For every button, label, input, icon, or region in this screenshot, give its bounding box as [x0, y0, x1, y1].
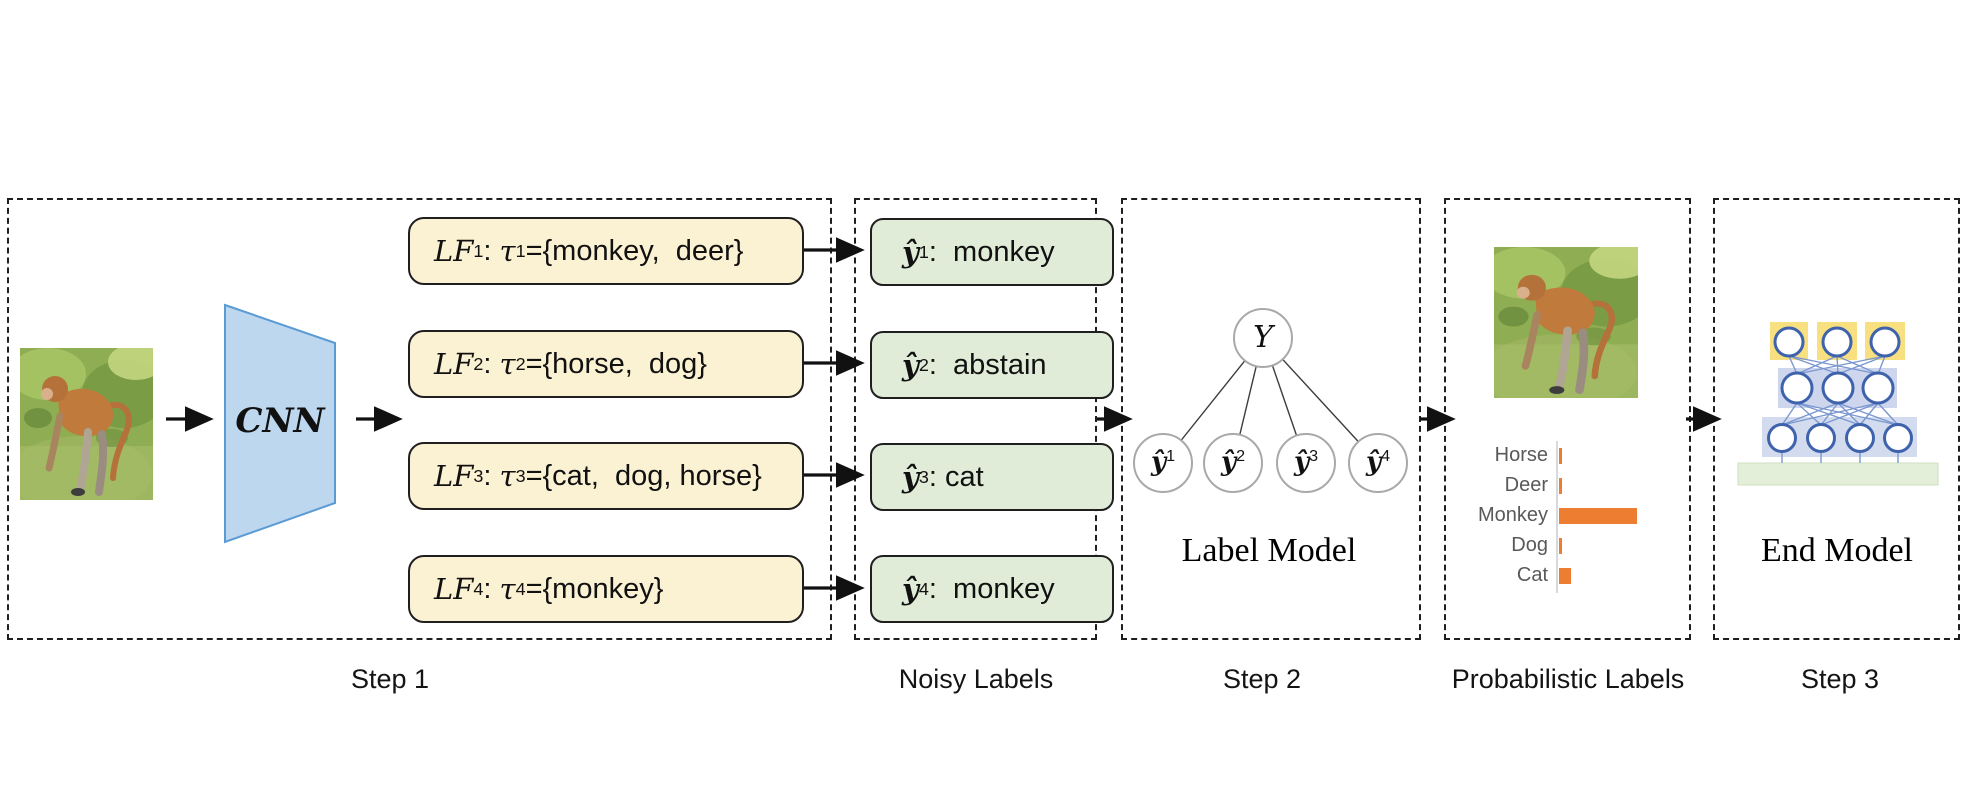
chart-bar-deer: [1559, 478, 1562, 494]
noisy3-value: : cat: [928, 460, 984, 493]
nn-base-platform: [1737, 462, 1939, 486]
step1-panel: [7, 198, 832, 640]
yhat2-node-circle: [1203, 433, 1263, 493]
step2-caption: Step 2: [1222, 664, 1302, 694]
y-node-label: Y: [1253, 320, 1273, 355]
step3-caption: Step 3: [1800, 664, 1880, 694]
noisy-labels-caption: Noisy Labels: [898, 664, 1054, 694]
end-model-caption: End Model: [1760, 532, 1914, 569]
noisy1-value: : monkey: [928, 235, 1055, 268]
step1-caption: Step 1: [350, 664, 430, 694]
prob-labels-caption: Probabilistic Labels: [1451, 664, 1685, 694]
y-node-circle: [1233, 308, 1293, 368]
noisy4-value: : monkey: [928, 572, 1055, 605]
end-model-network: [1737, 322, 1939, 486]
yhat3-node-circle: [1276, 433, 1336, 493]
chart-row-deer: Deer: [1460, 471, 1690, 501]
yhat1-node-circle: [1133, 433, 1193, 493]
chart-axis-line: [1556, 441, 1558, 593]
lf3-name: LF: [434, 459, 474, 493]
chart-category-label: Deer: [1504, 474, 1548, 496]
lf2-name: LF: [434, 347, 474, 381]
noisy-labels-panel: [854, 198, 1097, 640]
chart-category-label: Dog: [1511, 534, 1548, 556]
lf1-set: ={monkey, deer}: [525, 234, 744, 267]
lf3-set: ={cat, dog, horse}: [525, 459, 762, 492]
prob-monkey-image: [1481, 243, 1652, 410]
cnn-label: CNN: [235, 401, 325, 441]
chart-bar-cat: [1559, 568, 1571, 584]
chart-bar-horse: [1559, 448, 1562, 464]
chart-row-horse: Horse: [1460, 441, 1690, 471]
chart-row-monkey: Monkey: [1460, 501, 1690, 531]
chart-category-label: Monkey: [1477, 504, 1548, 526]
lf4-name: LF: [434, 572, 474, 606]
label-model-caption: Label Model: [1181, 532, 1357, 569]
input-monkey-image: [8, 344, 166, 512]
chart-bar-monkey: [1559, 508, 1638, 524]
yhat3-node-label: ŷ3: [1293, 447, 1319, 477]
yhat2-node-label: ŷ2: [1220, 447, 1246, 477]
lf1-name: LF: [434, 234, 474, 268]
yhat1-node-label: ŷ1: [1150, 447, 1176, 477]
lf2-set: ={horse, dog}: [525, 347, 707, 380]
label-model-graph: [1133, 308, 1408, 493]
noisy2-value: : abstain: [928, 348, 1047, 381]
yhat4-node-circle: [1348, 433, 1408, 493]
chart-row-cat: Cat: [1460, 561, 1690, 591]
chart-row-dog: Dog: [1460, 531, 1690, 561]
yhat4-node-label: ŷ4: [1365, 447, 1391, 477]
chart-bar-dog: [1559, 538, 1562, 554]
chart-category-label: Cat: [1516, 564, 1548, 586]
chart-category-label: Horse: [1494, 444, 1548, 466]
cnn-trapezoid: [224, 303, 336, 544]
lf4-set: ={monkey}: [525, 572, 664, 605]
